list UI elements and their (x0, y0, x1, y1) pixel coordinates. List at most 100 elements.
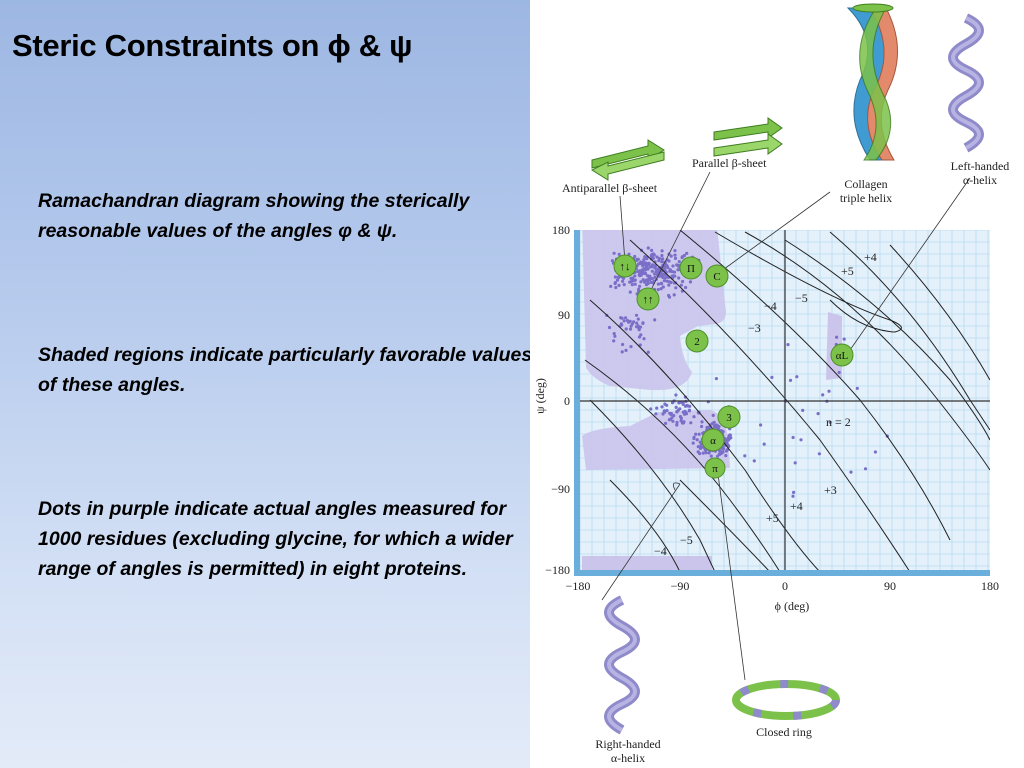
residue-dot (667, 283, 671, 287)
region-badges: ↑↓ ↑↑ Π C 2 3 α π αL (613, 254, 854, 479)
residue-dot (675, 420, 679, 425)
residue-dot (677, 276, 681, 280)
badge-two-text: 2 (694, 336, 700, 348)
residue-dot (624, 348, 628, 352)
residue-dot (672, 414, 676, 418)
residue-dot (633, 282, 637, 286)
residue-dot (655, 255, 659, 259)
residue-dot (674, 405, 678, 409)
residue-dot (673, 253, 677, 257)
badge-pi-two (679, 256, 703, 280)
residue-dot (632, 320, 636, 324)
residue-dot (687, 409, 691, 413)
residue-dot (637, 262, 641, 266)
residue-dot (717, 425, 721, 429)
residue-dot (684, 285, 688, 290)
residue-dot (679, 419, 683, 423)
left-handed-helix-illustration (948, 13, 984, 153)
residue-dot (759, 423, 763, 427)
y-axis-bar (574, 230, 580, 572)
residue-dot (629, 345, 633, 349)
residue-dot (863, 467, 868, 471)
residue-dot (700, 420, 704, 424)
residue-dot (770, 375, 774, 379)
residue-dot (678, 415, 683, 419)
residue-dot (633, 274, 637, 278)
residue-dot (660, 257, 665, 261)
residue-dot (728, 433, 732, 437)
residue-dot (629, 276, 633, 280)
x-tick-neg180: −180 (566, 579, 591, 593)
badge-parallel-text: ↑↑ (643, 294, 654, 306)
residue-dot (660, 405, 664, 409)
residue-dot (646, 246, 650, 250)
residue-dot (659, 272, 663, 276)
residue-dot (669, 280, 673, 285)
badge-pi (704, 457, 726, 479)
residue-dot (713, 425, 717, 429)
contour-line (784, 239, 990, 441)
badge-alpha-text: α (710, 435, 716, 447)
parallel-label: Parallel β-sheet (692, 156, 767, 170)
residue-dot (642, 267, 646, 271)
residue-dot (641, 278, 645, 282)
residue-dot (793, 461, 797, 465)
residue-dot (817, 452, 821, 456)
residue-dot (638, 343, 642, 347)
residue-dot (627, 320, 631, 324)
closed-ring-illustration (732, 680, 840, 720)
residue-dot (694, 432, 698, 436)
residue-dot (646, 350, 650, 354)
badge-alpha-l (830, 343, 854, 367)
residue-dot (655, 268, 659, 272)
residue-dot (610, 259, 614, 263)
residue-dot (612, 251, 616, 255)
residue-dot (636, 317, 640, 321)
residue-dot (855, 386, 859, 390)
residue-dot (640, 269, 644, 273)
residue-dot (837, 370, 841, 375)
badge-parallel (636, 287, 660, 311)
residue-dot (639, 280, 643, 284)
residue-dot (672, 293, 676, 297)
residue-dot (665, 279, 669, 283)
badge-collagen-text: C (713, 271, 720, 283)
left-helix-label-line1: Left-handed (951, 159, 1010, 173)
residue-dot (622, 283, 626, 287)
residue-dot (671, 264, 675, 268)
antiparallel-label: Antiparallel β-sheet (562, 181, 658, 195)
residue-dot (650, 255, 654, 259)
residue-dot (705, 425, 709, 430)
contour-line (589, 299, 821, 572)
y-tick-180: 180 (552, 223, 570, 237)
badge-collagen (705, 264, 729, 288)
residue-dot (700, 424, 704, 429)
residue-dot (645, 257, 649, 261)
badge-pi-two-text: Π (687, 263, 695, 275)
residue-dot (655, 406, 659, 410)
residue-dot (662, 279, 666, 283)
residue-dot (628, 290, 632, 294)
residue-dot (714, 377, 718, 381)
contour-line (679, 230, 951, 541)
contour-label-p3-bottom: +3 (824, 483, 837, 497)
residue-dot (701, 451, 705, 455)
residue-dot (614, 285, 618, 290)
residue-dot (660, 249, 664, 253)
residue-dot (828, 420, 832, 424)
residue-dot (643, 271, 647, 275)
residue-dot (621, 276, 626, 280)
residue-dot (650, 265, 654, 269)
residue-dot (672, 270, 677, 274)
residue-dot (635, 321, 639, 325)
collagen-label-line1: Collagen (844, 177, 887, 191)
contour-label-p5-bottom: +5 (766, 511, 779, 525)
residue-dot (716, 454, 720, 458)
residue-dot (677, 401, 681, 405)
residue-dot (677, 260, 681, 264)
residue-dot (619, 322, 623, 326)
residue-dot (621, 279, 625, 283)
contour-label-p4-bottom: +4 (790, 499, 803, 513)
residue-dot (645, 265, 649, 269)
residue-dot (628, 327, 633, 331)
